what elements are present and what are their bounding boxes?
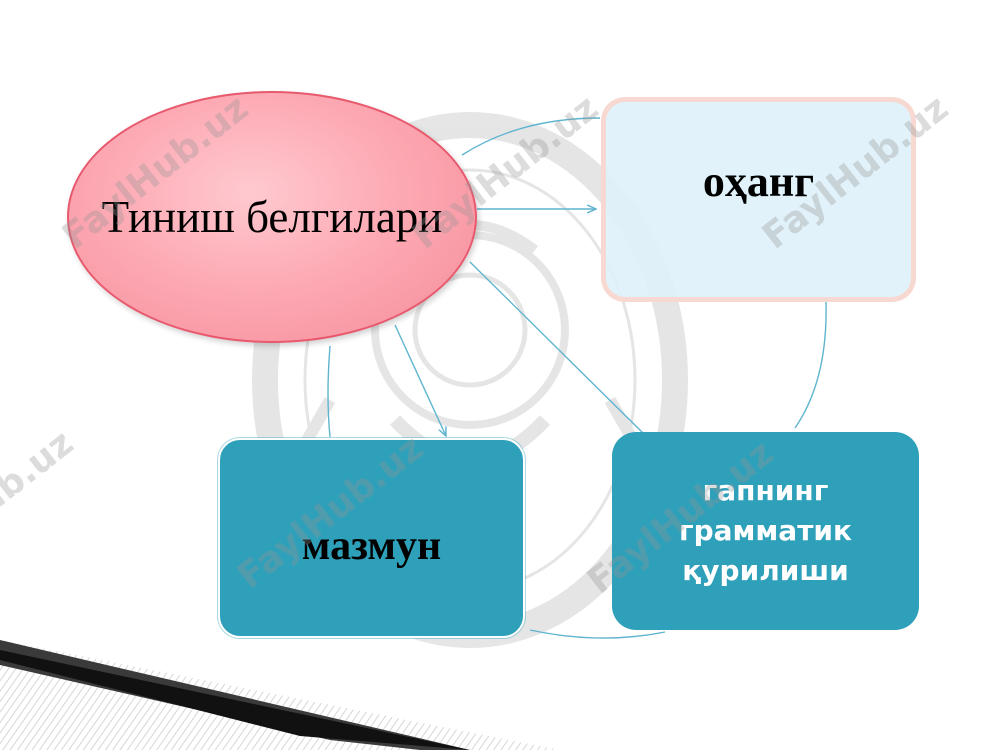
cycle-arc-left [327, 345, 331, 438]
mazmun-label: мазмун [301, 523, 442, 569]
grammar-label-line-1: гапнинг [702, 474, 829, 507]
center-ellipse-node: Тиниш белгилари [67, 91, 477, 343]
cycle-arc-right [794, 301, 827, 429]
grammar-node: гапнинг грамматик қурилиши [612, 432, 919, 630]
center-node-label: Тиниш белгилари [101, 192, 443, 242]
arrow-to-mazmun [394, 324, 446, 436]
ohang-node: оҳанг [601, 97, 916, 302]
cycle-arc-bottom [529, 629, 666, 639]
ohang-label: оҳанг [702, 157, 815, 206]
grammar-label-line-3: қурилиши [682, 554, 849, 587]
grammar-label-line-2: грамматик [678, 514, 853, 547]
cycle-arc-top [461, 117, 601, 156]
mazmun-node: мазмун [218, 438, 525, 638]
line-to-grammar [469, 261, 651, 441]
